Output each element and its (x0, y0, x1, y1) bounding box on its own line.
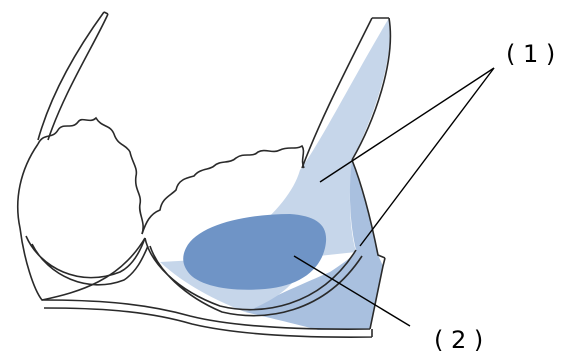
underwire-left (26, 236, 148, 285)
left-cup-lace (38, 118, 143, 234)
callout-label-1: ( 1 ) (506, 40, 555, 68)
removable-pad (183, 214, 326, 290)
callout-label-2: ( 2 ) (434, 326, 483, 354)
